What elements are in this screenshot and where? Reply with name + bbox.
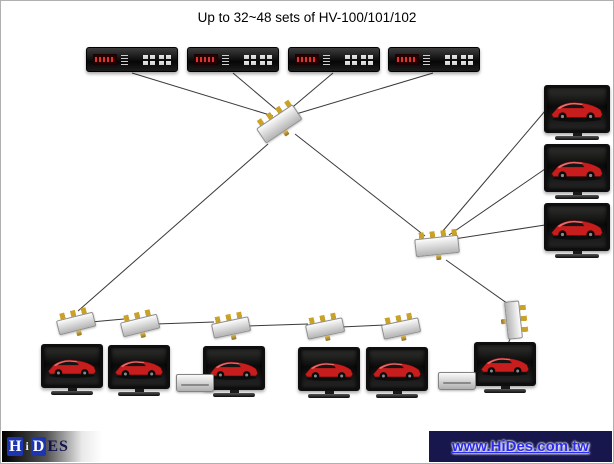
connection-line [287, 72, 334, 112]
red-car-image [551, 219, 603, 241]
logo-letter: i [25, 439, 29, 453]
logo-letter: S [59, 437, 68, 455]
website-link[interactable]: www.HiDes.com.tw [452, 438, 589, 455]
red-car-image [304, 362, 354, 382]
tv-stand-neck [324, 391, 334, 394]
led-display [395, 54, 419, 65]
splitter-output-connector [324, 335, 331, 342]
connection-line [448, 168, 546, 236]
tv-screen [298, 347, 360, 391]
tv-bottom-5 [366, 347, 428, 398]
tv-stand-neck [572, 133, 582, 136]
website-bar: www.HiDes.com.tw [429, 431, 612, 462]
connection-line [246, 323, 309, 327]
port-group [361, 54, 373, 65]
port-group [159, 54, 171, 65]
front-panel-markings [222, 54, 229, 65]
tv-screen [544, 85, 610, 133]
hv-modulator-4 [388, 47, 480, 72]
port-group [244, 54, 256, 65]
tv-stand-neck [134, 389, 144, 392]
tv-stand-base [554, 136, 600, 140]
led-display [295, 54, 319, 65]
hides-logo: H i D E S [2, 431, 102, 462]
splitter-body [414, 234, 460, 258]
red-car-image [47, 359, 97, 379]
tv-bottom-3 [203, 346, 265, 397]
red-car-image [551, 160, 603, 182]
tv-right-1 [544, 85, 610, 140]
connection-line [295, 72, 434, 115]
tv-stand-neck [229, 390, 239, 393]
tv-screen [203, 346, 265, 390]
tv-screen [544, 203, 610, 251]
tv-stand-neck [572, 192, 582, 195]
tv-stand-base [375, 394, 419, 398]
splitter-output-connector [400, 335, 407, 342]
connection-line [77, 143, 269, 312]
tv-stand-neck [67, 388, 77, 391]
media-player-2 [438, 372, 476, 390]
tv-screen [366, 347, 428, 391]
tv-stand-base [483, 389, 527, 393]
logo-letter: H [7, 437, 24, 456]
media-player-1 [176, 374, 214, 392]
tv-stand-neck [500, 386, 510, 389]
splitter-output-connector [230, 334, 237, 341]
connection-line [340, 324, 385, 328]
connection-line [294, 133, 426, 237]
led-display [93, 54, 117, 65]
tv-stand-base [117, 392, 161, 396]
tv-stand-base [212, 393, 256, 397]
connection-line [131, 72, 274, 117]
tv-right-3 [544, 203, 610, 258]
tv-bottom-2 [108, 345, 170, 396]
port-group [445, 54, 457, 65]
tv-stand-base [50, 391, 94, 395]
splitter-output-connector [435, 254, 442, 261]
tv-bottom-1 [41, 344, 103, 395]
tv-bottom-6 [474, 342, 536, 393]
tv-screen [544, 144, 610, 192]
tv-right-2 [544, 144, 610, 199]
tv-screen [41, 344, 103, 388]
connection-line [441, 110, 546, 233]
connection-line [232, 72, 280, 113]
tv-stand-base [307, 394, 351, 398]
red-car-image [551, 101, 603, 123]
port-group [461, 54, 473, 65]
port-group [143, 54, 155, 65]
hv-modulator-3 [288, 47, 380, 72]
front-panel-markings [423, 54, 430, 65]
logo-letter: E [47, 437, 59, 455]
connection-line [453, 224, 546, 240]
tv-screen [108, 345, 170, 389]
hv-modulator-1 [86, 47, 178, 72]
connection-line [155, 321, 215, 325]
led-display [194, 54, 218, 65]
hv-modulator-2 [187, 47, 279, 72]
splitter-right [413, 228, 461, 262]
red-car-image [480, 357, 530, 377]
splitter-vertical [499, 299, 529, 341]
splitter-output-connector [500, 318, 507, 324]
connection-line [445, 259, 512, 307]
red-car-image [114, 360, 164, 380]
front-panel-markings [121, 54, 128, 65]
tv-stand-neck [392, 391, 402, 394]
diagram-title: Up to 32~48 sets of HV-100/101/102 [197, 10, 417, 25]
tv-bottom-4 [298, 347, 360, 398]
red-car-image [209, 361, 259, 381]
tv-stand-base [554, 254, 600, 258]
tv-stand-neck [572, 251, 582, 254]
tv-screen [474, 342, 536, 386]
logo-letter: D [30, 437, 47, 456]
red-car-image [372, 362, 422, 382]
port-group [260, 54, 272, 65]
port-group [345, 54, 357, 65]
front-panel-markings [323, 54, 330, 65]
tv-stand-base [554, 195, 600, 199]
